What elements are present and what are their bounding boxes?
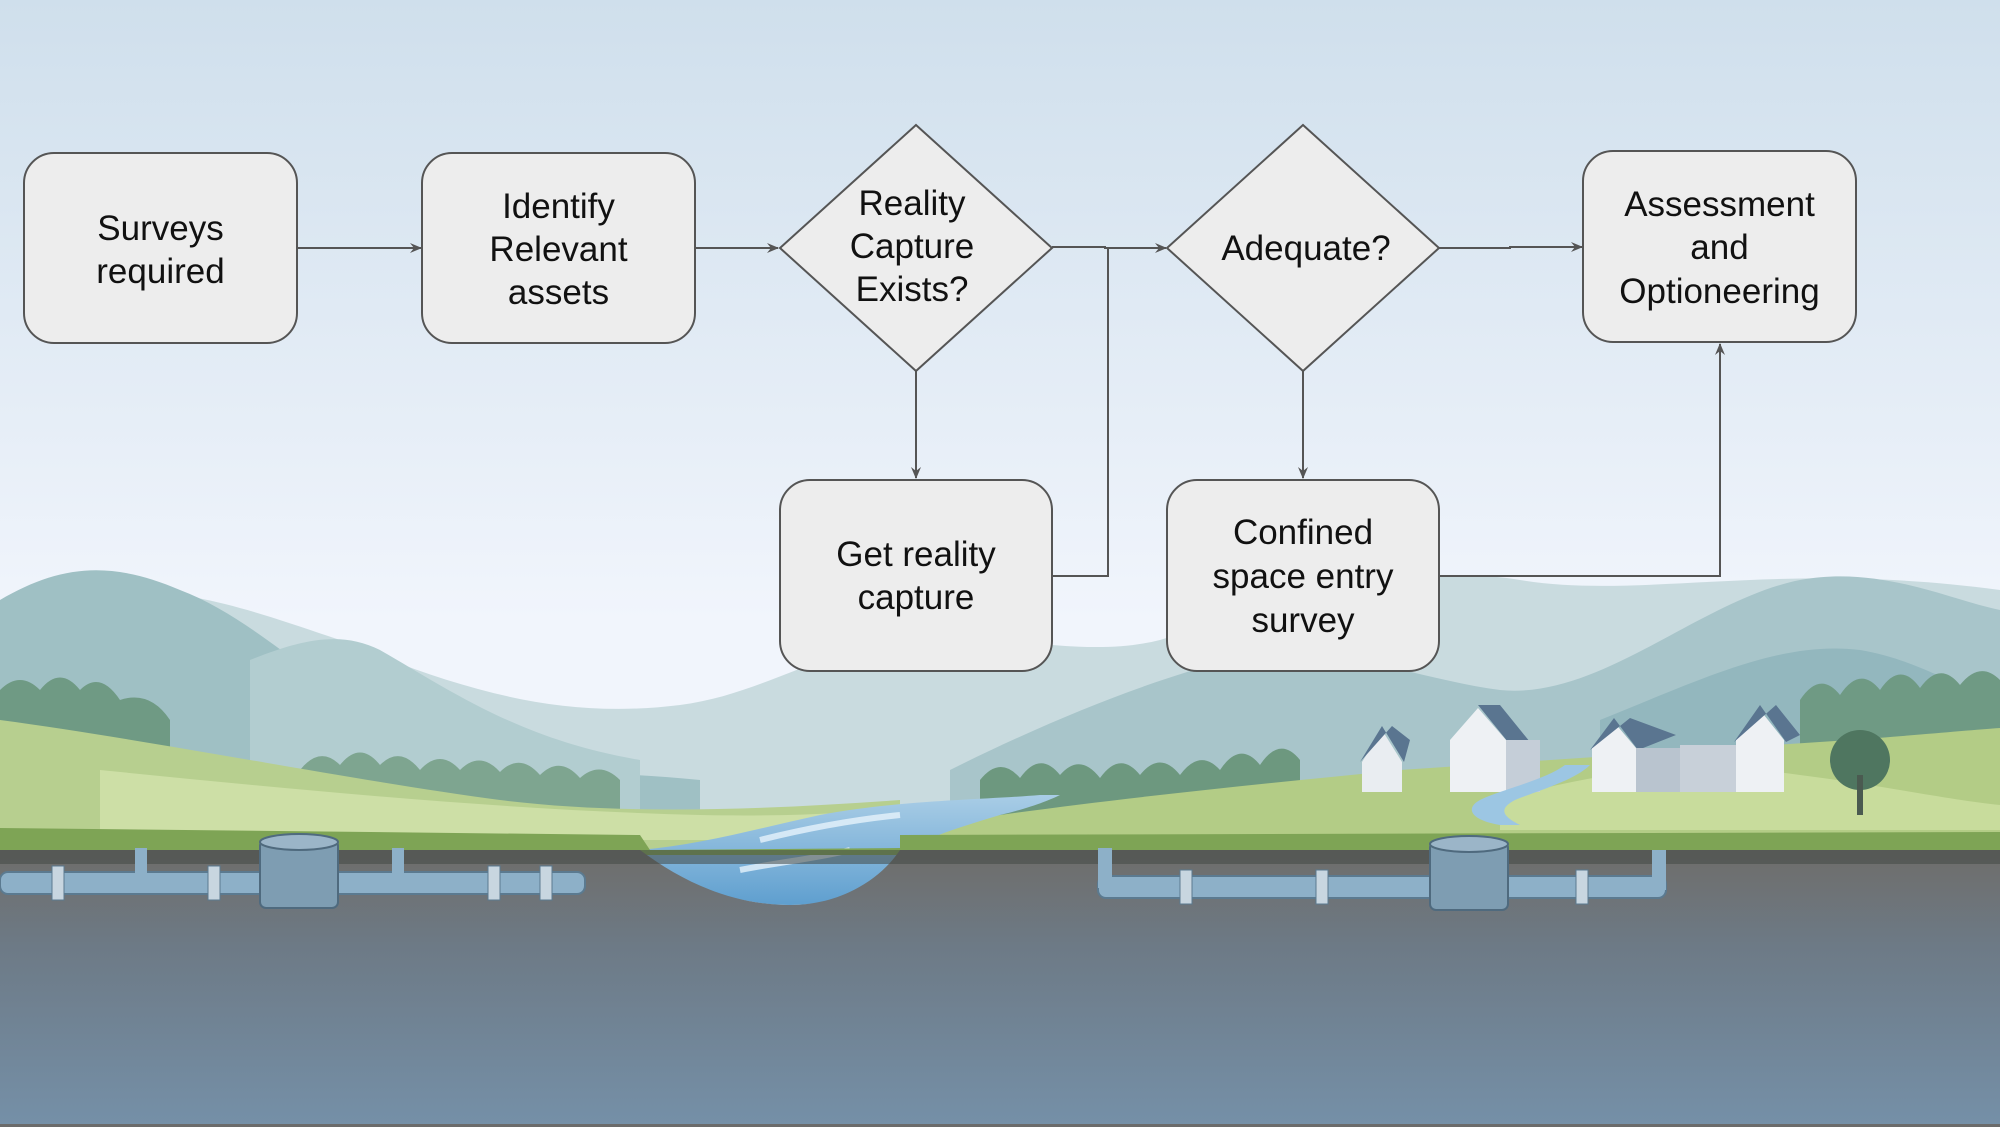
process-box [779, 479, 1053, 672]
decision-diamond [1165, 123, 1441, 373]
house [1636, 748, 1680, 792]
pipe-joint [207, 865, 221, 901]
pipe-riser [1652, 850, 1666, 890]
edge-confined-to-assessment [1439, 343, 1725, 577]
edges [297, 242, 1725, 577]
pipe-joint [487, 865, 501, 901]
node-label: Adequate? [1221, 229, 1390, 268]
pipe-riser [392, 848, 404, 876]
node-label: survey [1251, 601, 1355, 640]
house [1362, 730, 1402, 792]
pipe-joint [51, 865, 65, 901]
node-label: assets [508, 273, 609, 312]
house [1450, 708, 1506, 792]
node-label: Confined [1233, 513, 1373, 552]
house-roof [1360, 726, 1410, 762]
process-box [23, 152, 298, 344]
bottom-border [0, 1124, 2000, 1127]
node-identify-relevant-assets[interactable]: Identify Relevant assets [421, 152, 696, 344]
field-left-light [100, 770, 900, 840]
node-label: Capture [850, 227, 975, 266]
manhole-lid [1429, 835, 1509, 853]
node-reality-capture-exists[interactable]: Reality Capture Exists? [778, 123, 1054, 373]
node-label: Relevant [489, 230, 627, 269]
node-adequate[interactable]: Adequate? [1165, 123, 1441, 373]
pipe-joint [1315, 869, 1329, 905]
pipe-riser [135, 848, 147, 876]
node-label: Get reality [836, 535, 996, 574]
node-label: Reality [859, 184, 966, 223]
manhole-lid [259, 833, 339, 851]
process-box [1582, 150, 1857, 343]
tree [1830, 730, 1890, 790]
node-label: Identify [502, 187, 615, 226]
river-stream [1471, 765, 1590, 825]
pipe-joint [1575, 869, 1589, 905]
node-get-reality-capture[interactable]: Get reality capture [779, 479, 1053, 672]
process-box [1166, 479, 1440, 672]
house [1506, 740, 1540, 792]
house-roof [1590, 718, 1676, 750]
house-roof [1448, 705, 1530, 742]
edge-rc-exists-to-adequate [1052, 243, 1167, 253]
edge-adequate-to-assessment [1439, 242, 1583, 252]
pipe-joint [1179, 869, 1193, 905]
node-label: Exists? [856, 270, 969, 309]
node-assessment-optioneering[interactable]: Assessment and Optioneering [1582, 150, 1857, 343]
house [1680, 745, 1736, 792]
node-label: space entry [1213, 557, 1394, 596]
node-label: required [96, 252, 224, 291]
pipe-network-left [0, 833, 586, 909]
node-label: and [1690, 228, 1748, 267]
node-confined-space-entry-survey[interactable]: Confined space entry survey [1166, 479, 1440, 672]
node-label: Assessment [1624, 185, 1815, 224]
underground-soil [0, 850, 2000, 1127]
tree-trunk [1857, 775, 1863, 815]
node-surveys-required[interactable]: Surveys required [23, 152, 298, 344]
decision-diamond [778, 123, 1054, 373]
node-label: capture [858, 578, 975, 617]
house [1736, 710, 1784, 792]
house-roof [1734, 705, 1800, 742]
node-label: Optioneering [1619, 272, 1819, 311]
village [1360, 705, 1890, 815]
pipe-joint [539, 865, 553, 901]
node-label: Surveys [97, 209, 223, 248]
process-box [421, 152, 696, 344]
pipe-network-right [1097, 835, 1667, 911]
edge-get-rc-to-adequate [1052, 248, 1109, 577]
pipe-riser [1098, 848, 1112, 888]
